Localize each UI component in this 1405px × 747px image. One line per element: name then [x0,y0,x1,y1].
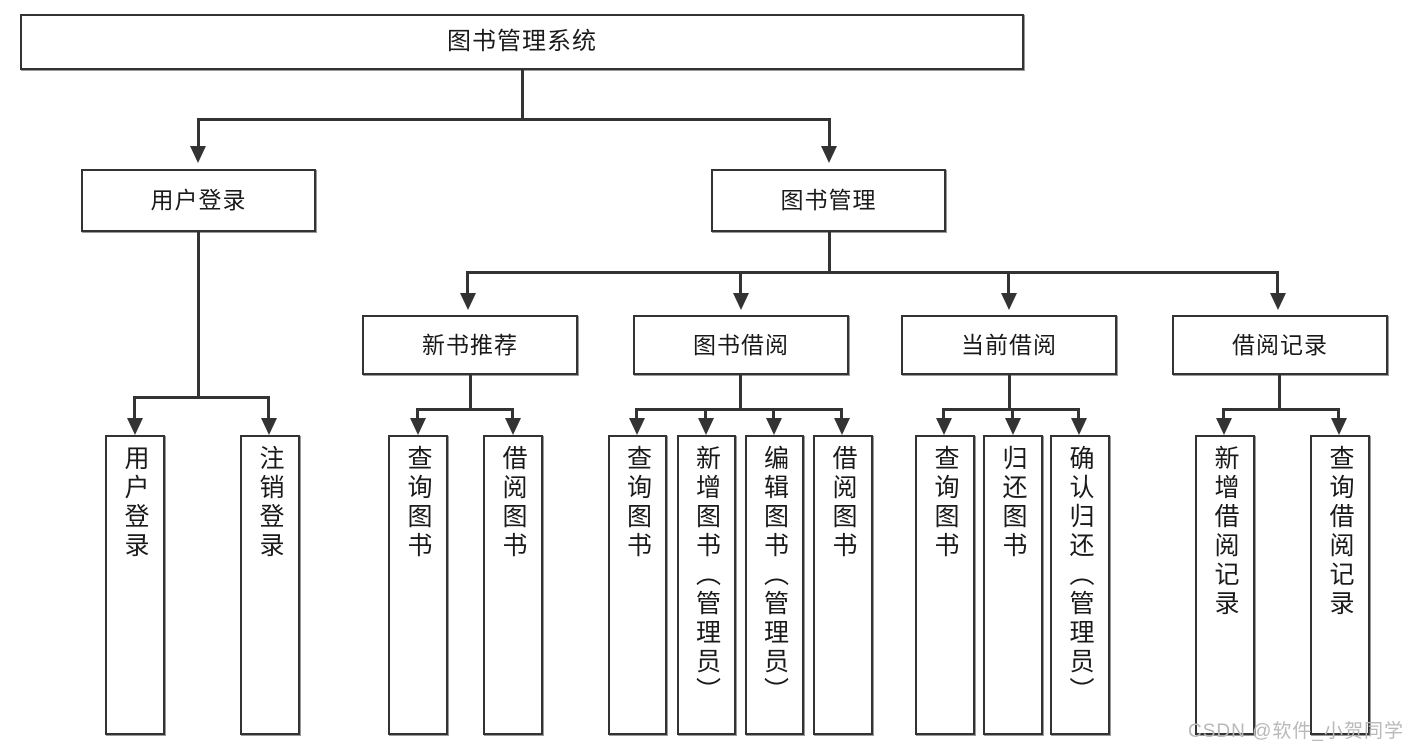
node-leaf-user-login[interactable]: 用户登录 [105,435,165,735]
connector-bm-to-book-borrow [739,271,742,293]
connector-bb-to-leaf-2 [704,408,707,420]
arrowhead-new-book-to-leaf-1 [410,418,426,435]
node-label: 查询图书 [623,445,652,561]
connector-br-to-leaf-2 [1337,408,1340,420]
connector-book-management-bar [466,271,1279,274]
node-label: 借阅图书 [829,445,857,561]
connector-user-login-to-leaf-2 [267,396,270,418]
arrowhead-root-to-book-management [821,146,837,163]
arrowhead-cb-to-leaf-2 [1005,418,1021,435]
node-leaf-add-borrow-record[interactable]: 新增借阅记录 [1195,435,1255,735]
connector-bb-to-leaf-1 [635,408,638,420]
connector-book-borrow-bar [635,408,843,411]
node-label: 图书借阅 [693,331,789,358]
node-label: 编辑图书（管理员） [760,445,789,706]
node-label: 借阅图书 [499,445,527,561]
connector-root-to-book-management [828,118,831,146]
node-leaf-add-book-admin[interactable]: 新增图书（管理员） [677,435,736,735]
arrowhead-bb-to-leaf-3 [766,418,782,435]
node-label: 归还图书 [999,445,1027,561]
node-leaf-edit-book-admin[interactable]: 编辑图书（管理员） [745,435,804,735]
arrowhead-user-login-to-leaf-1 [127,418,143,435]
node-label: 用户登录 [150,187,247,214]
connector-new-book-stem [469,375,472,408]
connector-br-to-leaf-1 [1222,408,1225,420]
connector-cb-to-leaf-3 [1077,408,1080,420]
node-new-book-recommend[interactable]: 新书推荐 [362,315,578,375]
connector-current-borrow-bar [942,408,1079,411]
connector-current-borrow-stem [1008,375,1011,408]
node-user-login[interactable]: 用户登录 [81,169,316,232]
arrowhead-cb-to-leaf-3 [1071,418,1087,435]
arrowhead-bm-to-current-borrow [1001,293,1017,310]
connector-book-borrow-stem [739,375,742,408]
connector-cb-to-leaf-2 [1011,408,1014,420]
connector-new-book-to-leaf-2 [511,408,514,420]
node-label: 新增图书（管理员） [692,445,721,706]
connector-root-bar [197,118,831,121]
node-book-management[interactable]: 图书管理 [711,169,946,232]
connector-bb-to-leaf-4 [840,408,843,420]
node-leaf-query-book-current[interactable]: 查询图书 [915,435,975,735]
arrowhead-cb-to-leaf-1 [936,418,952,435]
node-leaf-borrow-book[interactable]: 借阅图书 [813,435,873,735]
node-label: 新书推荐 [422,331,518,358]
node-leaf-borrow-book-recommend[interactable]: 借阅图书 [483,435,543,735]
node-label: 查询图书 [931,445,959,561]
connector-root-to-user-login [197,118,200,146]
connector-borrow-record-bar [1222,408,1340,411]
arrowhead-new-book-to-leaf-2 [505,418,521,435]
connector-book-management-stem [828,232,831,271]
node-label: 确认归还（管理员） [1066,445,1094,706]
node-leaf-return-book[interactable]: 归还图书 [983,435,1043,735]
node-leaf-logout[interactable]: 注销登录 [240,435,300,735]
connector-borrow-record-stem [1278,375,1281,408]
node-label: 查询图书 [404,445,432,561]
connector-bm-to-new-book [466,271,469,293]
node-root-book-management-system[interactable]: 图书管理系统 [20,14,1024,70]
node-label: 新增借阅记录 [1211,445,1239,619]
arrowhead-bm-to-new-book [460,293,476,310]
node-leaf-confirm-return-admin[interactable]: 确认归还（管理员） [1050,435,1110,735]
node-leaf-query-borrow-record[interactable]: 查询借阅记录 [1310,435,1370,735]
connector-bm-to-current-borrow [1007,271,1010,293]
arrowhead-bb-to-leaf-4 [834,418,850,435]
node-borrow-record[interactable]: 借阅记录 [1172,315,1388,375]
connector-user-login-bar [133,396,270,399]
arrowhead-bb-to-leaf-2 [698,418,714,435]
node-label: 图书管理系统 [447,28,597,56]
arrowhead-bb-to-leaf-1 [629,418,645,435]
node-label: 图书管理 [780,187,877,214]
node-label: 查询借阅记录 [1326,445,1354,619]
connector-new-book-to-leaf-1 [416,408,419,420]
node-label: 借阅记录 [1232,331,1328,358]
connector-new-book-bar [416,408,514,411]
node-book-borrow[interactable]: 图书借阅 [633,315,849,375]
node-label: 当前借阅 [961,331,1057,358]
connector-bm-to-borrow-record [1276,271,1279,293]
node-label: 注销登录 [256,445,284,561]
connector-root-stem [521,70,524,118]
node-leaf-query-book-borrow[interactable]: 查询图书 [608,435,667,735]
arrowhead-user-login-to-leaf-2 [261,418,277,435]
connector-user-login-to-leaf-1 [133,396,136,418]
connector-user-login-stem [197,232,200,396]
node-current-borrow[interactable]: 当前借阅 [901,315,1117,375]
arrowhead-root-to-user-login [190,146,206,163]
connector-cb-to-leaf-1 [942,408,945,420]
arrowhead-br-to-leaf-2 [1331,418,1347,435]
node-label: 用户登录 [121,445,149,561]
arrowhead-br-to-leaf-1 [1216,418,1232,435]
connector-bb-to-leaf-3 [772,408,775,420]
arrowhead-bm-to-book-borrow [733,293,749,310]
node-leaf-query-book-recommend[interactable]: 查询图书 [388,435,448,735]
arrowhead-bm-to-borrow-record [1270,293,1286,310]
